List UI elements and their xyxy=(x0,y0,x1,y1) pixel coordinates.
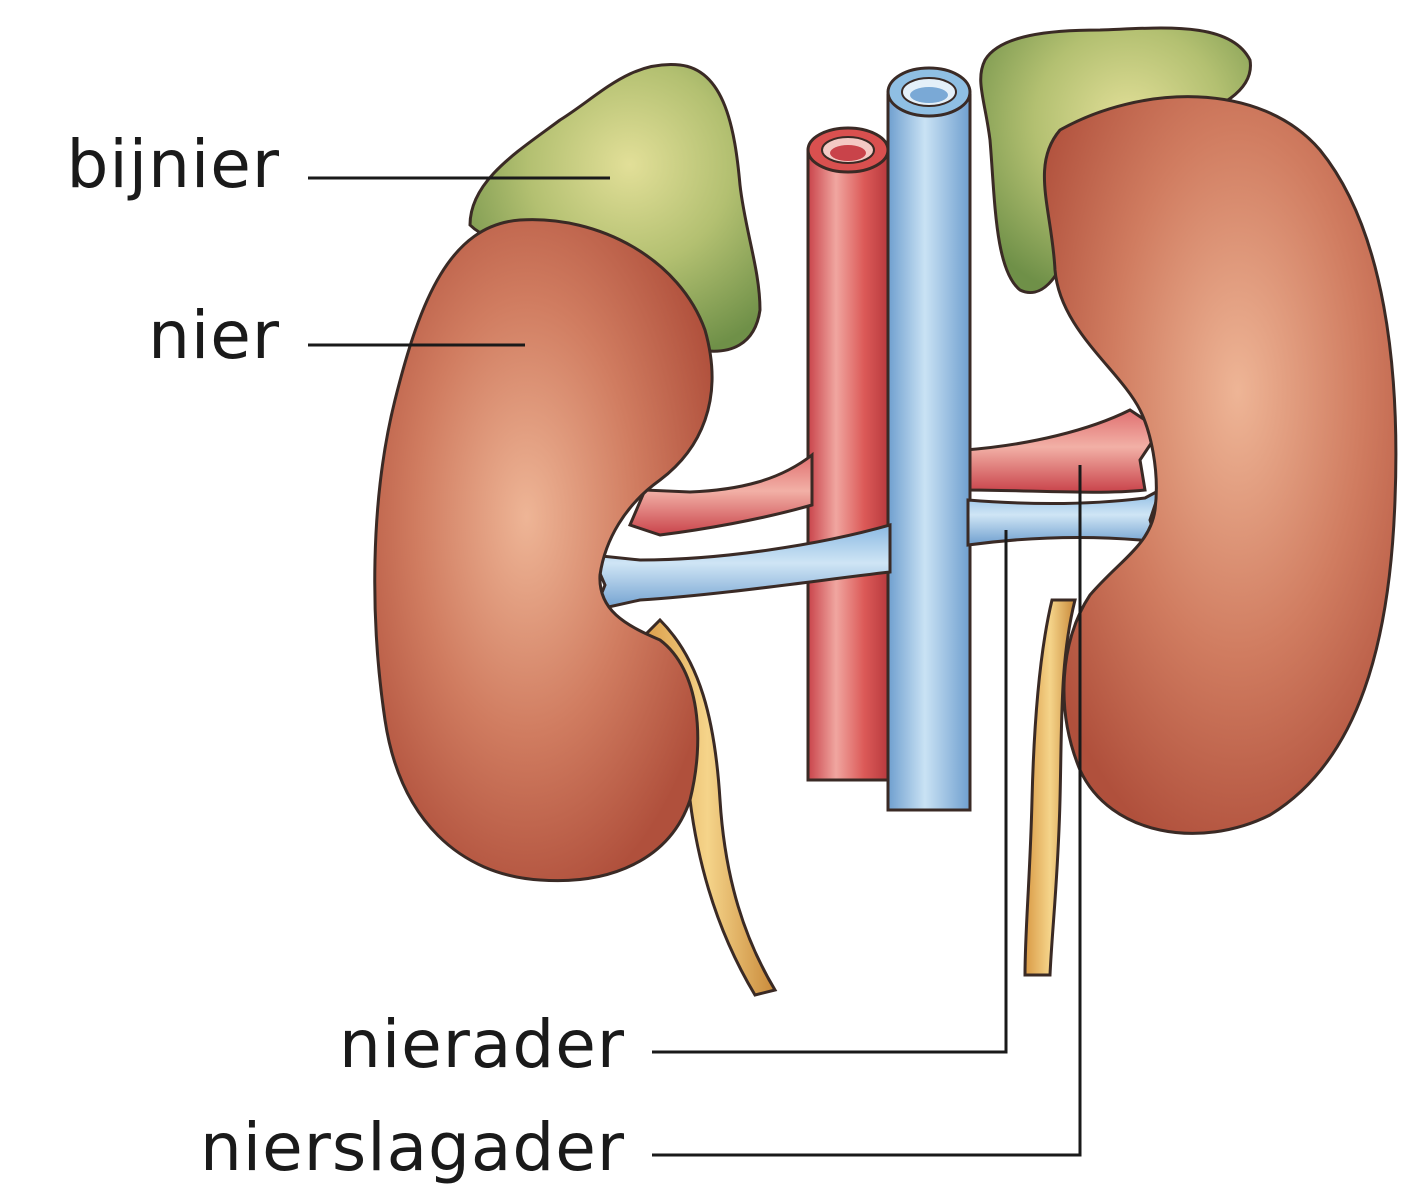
label-nier: nier xyxy=(148,303,280,369)
renal-vein-right xyxy=(968,490,1160,545)
vena-cava xyxy=(888,68,970,810)
aorta xyxy=(808,128,888,780)
label-bijnier: bijnier xyxy=(67,132,280,198)
renal-artery-right xyxy=(965,410,1160,492)
label-nierslagader: nierslagader xyxy=(200,1115,625,1181)
kidney-left xyxy=(375,220,712,881)
label-nierader: nierader xyxy=(339,1012,625,1078)
